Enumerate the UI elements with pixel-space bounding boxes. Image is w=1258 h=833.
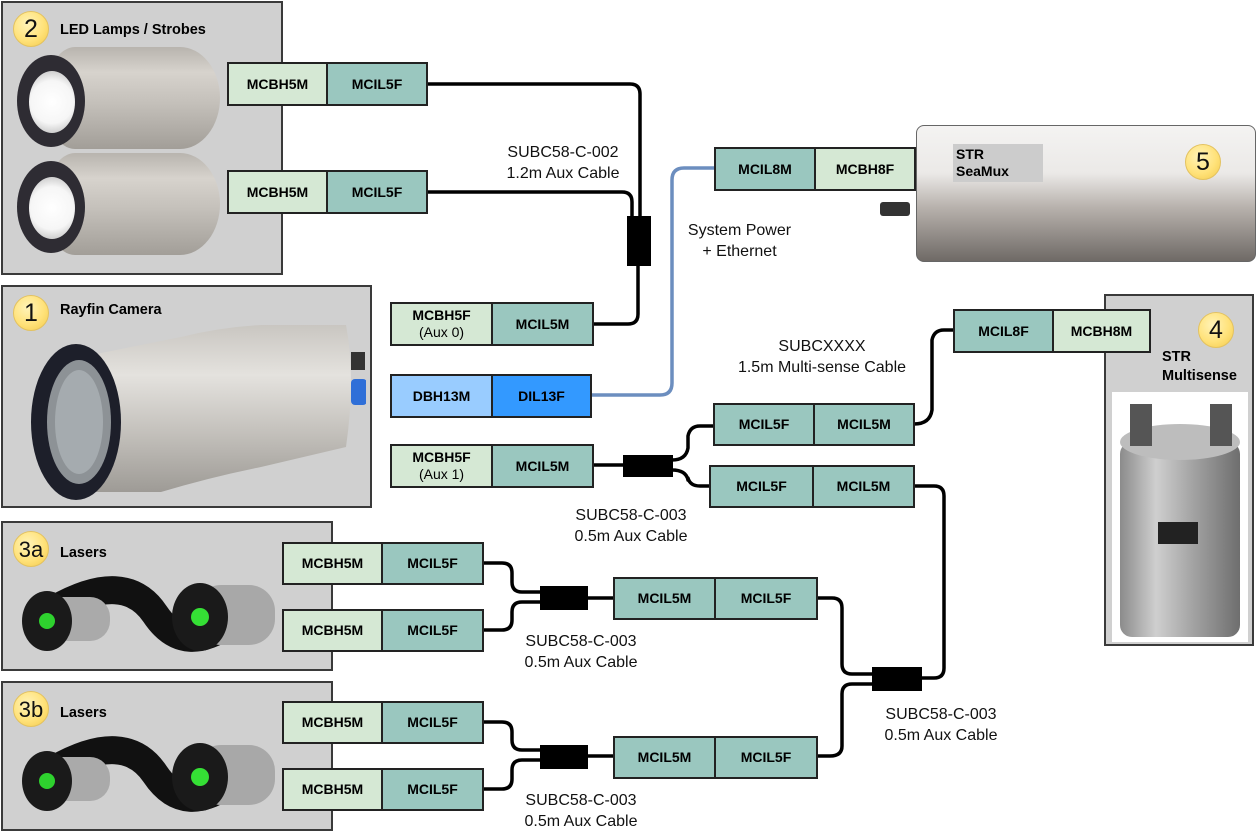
connector-3b-1-bulkhead: MCBH5M: [282, 701, 383, 744]
panel-led-lamps: 2 LED Lamps / Strobes: [1, 1, 283, 275]
panel-title-lasers-3b: Lasers: [60, 705, 107, 721]
connector-3a-out-male: MCIL5M: [613, 577, 716, 620]
connector-3b-1-inline: MCIL5F: [381, 701, 484, 744]
connector-multisense-inline: MCIL8F: [953, 309, 1054, 353]
badge-5: 5: [1185, 144, 1221, 180]
cable-label-aux1-split: SUBC58-C-003 0.5m Aux Cable: [574, 507, 688, 545]
connector-3a-2-bulkhead: MCBH5M: [282, 609, 383, 652]
cable-3a-2: [484, 600, 540, 632]
connector-3b-out-male: MCIL5M: [613, 736, 716, 779]
seamux-housing-image: STR SeaMux 5: [916, 125, 1256, 262]
splitter-laser-merge: [872, 667, 922, 691]
connector-cam-aux0-inline: MCIL5M: [491, 302, 594, 346]
splitter-3b: [540, 745, 588, 769]
cable-laser-trunk: [914, 484, 946, 680]
cable-3b-2: [484, 758, 540, 791]
cable-label-lasers-3b: SUBC58-C-003 0.5m Aux Cable: [524, 792, 638, 830]
connector-split-bot-female: MCIL5F: [709, 465, 814, 508]
badge-3a: 3a: [13, 531, 49, 567]
cable-lamp1: [428, 82, 642, 218]
multisense-image: [1112, 392, 1248, 642]
panel-title-rayfin-camera: Rayfin Camera: [60, 302, 162, 318]
connector-seamux-inline: MCIL8M: [714, 147, 816, 191]
rayfin-camera-image: [31, 325, 366, 500]
cable-label-multisense: SUBCXXXX 1.5m Multi-sense Cable: [737, 338, 907, 376]
badge-2: 2: [13, 11, 49, 47]
cable-3a-1: [484, 561, 540, 594]
cable-label-lamps: SUBC58-C-002 1.2m Aux Cable: [506, 144, 620, 182]
connector-3a-1-bulkhead: MCBH5M: [282, 542, 383, 585]
connector-multisense-bulkhead: MCBH8M: [1052, 309, 1151, 353]
panel-lasers-3b: 3b Lasers: [1, 681, 333, 831]
connector-3b-2-bulkhead: MCBH5M: [282, 768, 383, 811]
connector-lamp2-bulkhead: MCBH5M: [227, 170, 328, 214]
connector-3a-2-inline: MCIL5F: [381, 609, 484, 652]
connector-3a-1-inline: MCIL5F: [381, 542, 484, 585]
splitter-aux1: [623, 455, 673, 477]
badge-1: 1: [13, 295, 49, 331]
seamux-label: STR SeaMux: [953, 144, 1043, 182]
connector-cam-aux0-bulkhead: MCBH5F(Aux 0): [390, 302, 493, 346]
led-lamp-image-1: [15, 45, 220, 155]
cable-lamp-trunk: [594, 264, 640, 326]
connector-3b-out-female: MCIL5F: [714, 736, 818, 779]
splitter-lamps: [627, 216, 651, 266]
connector-split-bot-male: MCIL5M: [812, 465, 915, 508]
badge-4: 4: [1198, 312, 1234, 348]
connector-cam-ethernet-bulkhead: DBH13M: [390, 374, 493, 418]
aux0-note: (Aux 0): [418, 324, 465, 340]
panel-title-led-lamps: LED Lamps / Strobes: [60, 22, 206, 38]
connector-3b-2-inline: MCIL5F: [381, 768, 484, 811]
lasers-3a-image: [22, 576, 275, 652]
cable-power-ethernet: [592, 166, 716, 397]
connector-split-top-male: MCIL5M: [813, 403, 915, 446]
seamux-port-icon: [880, 202, 910, 216]
cable-label-lasers-3a: SUBC58-C-003 0.5m Aux Cable: [524, 633, 638, 671]
connector-cam-aux1-bulkhead: MCBH5F(Aux 1): [390, 444, 493, 488]
connector-seamux-bulkhead: MCBH8F: [814, 147, 916, 191]
connector-lamp2-inline: MCIL5F: [326, 170, 428, 214]
connector-3a-out-female: MCIL5F: [714, 577, 818, 620]
led-lamp-image-2: [15, 151, 220, 261]
aux1-note: (Aux 1): [418, 466, 465, 482]
cable-lamp2: [428, 190, 634, 218]
connector-lamp1-bulkhead: MCBH5M: [227, 62, 328, 106]
connector-cam-aux1-inline: MCIL5M: [491, 444, 594, 488]
panel-title-multisense: STR Multisense: [1162, 349, 1237, 384]
connector-cam-ethernet-inline: DIL13F: [491, 374, 592, 418]
cable-label-power-ethernet: System Power + Ethernet: [687, 222, 792, 260]
cable-merge-top: [818, 596, 874, 676]
lasers-3b-image: [22, 736, 275, 812]
cable-3b-1: [484, 720, 540, 752]
panel-title-lasers-3a: Lasers: [60, 545, 107, 561]
cable-label-lasers-merge: SUBC58-C-003 0.5m Aux Cable: [884, 706, 998, 744]
panel-rayfin-camera: 1 Rayfin Camera: [1, 285, 372, 508]
cable-merge-bot: [818, 682, 874, 758]
cable-aux1-branch-top: [671, 424, 714, 462]
cable-aux1-branch-bot: [671, 468, 710, 488]
connector-lamp1-inline: MCIL5F: [326, 62, 428, 106]
connector-split-top-female: MCIL5F: [713, 403, 815, 446]
badge-3b: 3b: [13, 691, 49, 727]
panel-lasers-3a: 3a Lasers: [1, 521, 333, 671]
splitter-3a: [540, 586, 588, 610]
cable-multisense: [913, 328, 954, 426]
